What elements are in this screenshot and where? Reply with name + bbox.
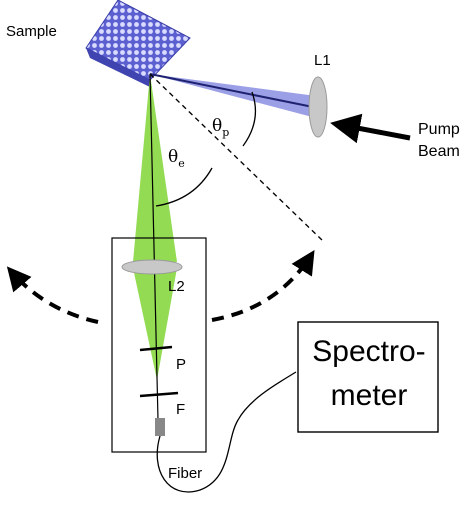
l1-lens <box>308 76 328 138</box>
emission-beam <box>133 73 177 421</box>
polarizer-line <box>139 345 173 352</box>
fiber-tip <box>155 418 165 436</box>
pump-beam <box>149 73 319 118</box>
rotation-arrow-right <box>211 249 315 322</box>
l1-label: L1 <box>314 52 331 69</box>
pump-label-line2: Beam <box>418 143 460 160</box>
spectrometer-label-line1: Spectro- <box>312 335 426 368</box>
fiber-label: Fiber <box>168 465 202 482</box>
sample-surface <box>85 0 191 88</box>
rotation-arrow-left <box>6 266 99 324</box>
spectrometer-box <box>297 321 439 433</box>
theta-e-label: θe <box>168 147 185 170</box>
l2-lens <box>121 259 183 275</box>
p-label: P <box>176 356 186 373</box>
sample-normal-line <box>149 73 323 241</box>
detection-arm-box <box>111 237 207 453</box>
filter-line <box>139 391 179 398</box>
theta-e-arc <box>155 167 213 207</box>
sample-label: Sample <box>6 23 57 40</box>
pump-arrow <box>330 113 411 144</box>
pump-label-line1: Pump <box>418 121 460 138</box>
fiber-cable <box>156 371 297 493</box>
theta-p-label: θp <box>212 116 229 139</box>
theta-p-arc <box>242 91 257 147</box>
spectrometer-label-line2: meter <box>330 379 408 412</box>
spectrometer-label: Spectro- meter <box>302 330 436 418</box>
l2-label: L2 <box>168 278 185 295</box>
f-label: F <box>176 401 185 418</box>
